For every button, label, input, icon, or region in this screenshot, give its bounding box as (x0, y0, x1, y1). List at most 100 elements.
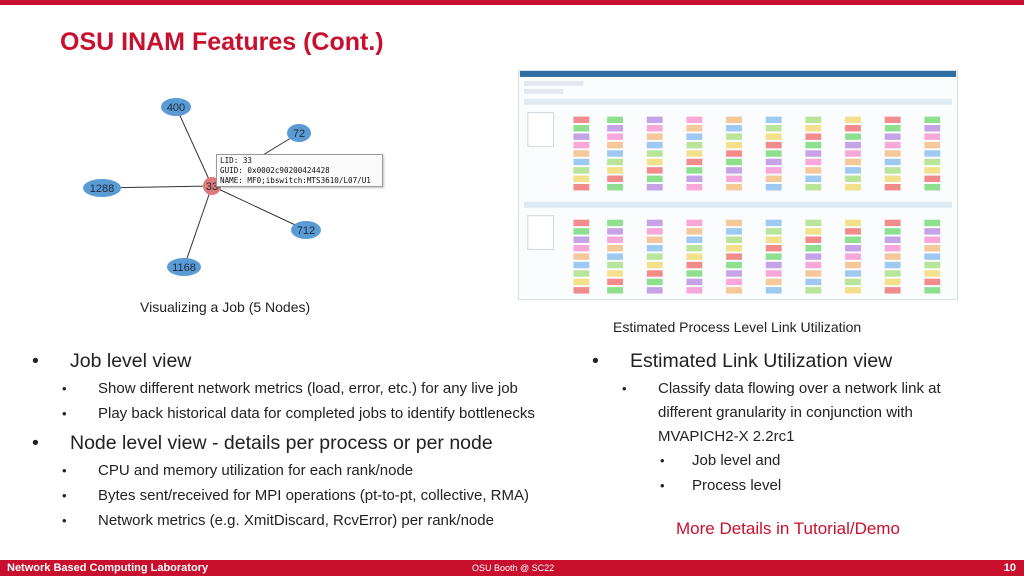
screenshot-cell (686, 219, 703, 227)
screenshot-cell (805, 133, 822, 140)
screenshot-cell (607, 270, 624, 277)
edge-400 (175, 106, 213, 187)
tooltip-guid: GUID: 0x0002c90200424428 (220, 166, 330, 175)
screenshot-cell (884, 125, 901, 132)
bullet-icon: • (62, 463, 67, 478)
top-accent-bar (0, 0, 1024, 5)
screenshot-cell (573, 125, 590, 132)
screenshot-cell (726, 133, 742, 140)
screenshot-cell (573, 116, 590, 124)
screenshot-cell (765, 175, 782, 183)
sub-bullet: • Show different network metrics (load, … (32, 377, 592, 402)
screenshot-cell (726, 244, 742, 252)
graph-node[interactable] (287, 124, 311, 142)
screenshot-cell (726, 175, 742, 183)
sub-bullet: • Bytes sent/received for MPI operations… (32, 484, 592, 509)
graph-node-label: 400 (167, 102, 185, 114)
screenshot-cell (805, 175, 822, 183)
screenshot-cell (686, 253, 703, 260)
screenshot-cell (573, 219, 590, 227)
screenshot-cell (765, 244, 782, 252)
screenshot-cell (686, 133, 703, 140)
edge-712 (211, 185, 307, 231)
more-details-link[interactable]: More Details in Tutorial/Demo (676, 519, 900, 538)
screenshot-cell (686, 125, 703, 132)
screenshot-cell (924, 287, 941, 294)
screenshot-cell (686, 116, 703, 124)
screenshot-cell (805, 287, 822, 294)
screenshot-cell (573, 158, 590, 166)
screenshot-cell (573, 261, 590, 269)
screenshot-cell (805, 141, 822, 149)
screenshot-cell (726, 116, 742, 124)
sub-sub-bullet: • Job level and (592, 449, 1012, 474)
graph-node[interactable] (161, 98, 191, 116)
screenshot-cell (726, 236, 742, 243)
screenshot-cell (573, 175, 590, 183)
screenshot-cell (646, 133, 663, 140)
slide-title: OSU INAM Features (Cont.) (60, 28, 384, 56)
bullet-icon: • (62, 488, 67, 503)
screenshot-cell (726, 278, 742, 286)
screenshot-cell (607, 287, 624, 294)
screenshot-cell (765, 228, 782, 235)
screenshot-cell (924, 244, 941, 252)
graph-node[interactable] (167, 258, 201, 276)
bullet-icon: • (62, 406, 67, 421)
screenshot-cell (845, 287, 861, 294)
graph-node-label: 712 (297, 225, 315, 237)
footer-bar: Network Based Computing Laboratory OSU B… (0, 560, 1024, 576)
screenshot-cell (607, 184, 624, 191)
screenshot-cell (607, 141, 624, 149)
screenshot-cell (765, 141, 782, 149)
sub-bullet: • Classify data flowing over a network l… (592, 377, 972, 449)
screenshot-cell (607, 125, 624, 132)
screenshot-heatmap (527, 112, 941, 294)
screenshot-cell (765, 253, 782, 260)
screenshot-cell (607, 133, 624, 140)
screenshot-panel-header (523, 201, 953, 208)
screenshot-cell (924, 228, 941, 235)
screenshot-cell (884, 253, 901, 260)
screenshot-cell (884, 141, 901, 149)
screenshot-cell (573, 244, 590, 252)
graph-node[interactable] (291, 221, 321, 239)
screenshot-cell (686, 184, 703, 191)
bullet-link-utilization-view: • Estimated Link Utilization view (592, 348, 1012, 377)
screenshot-cell (845, 158, 861, 166)
screenshot-cell (646, 150, 663, 157)
screenshot-cell (646, 184, 663, 191)
screenshot-cell (845, 116, 861, 124)
screenshot-cell (845, 253, 861, 260)
screenshot-cell (845, 167, 861, 174)
screenshot-cell (686, 236, 703, 243)
edge-1168 (183, 185, 213, 268)
screenshot-cell (805, 278, 822, 286)
screenshot-cell (607, 167, 624, 174)
screenshot-cell (726, 219, 742, 227)
page-number: 10 (1003, 562, 1016, 574)
graph-node[interactable] (83, 179, 121, 197)
graph-node-label: 72 (293, 128, 305, 140)
screenshot-cell (646, 278, 663, 286)
screenshot-cell (884, 270, 901, 277)
screenshot-cell (686, 167, 703, 174)
graph-node-label: 1288 (90, 183, 114, 195)
screenshot-cell (924, 261, 941, 269)
screenshot-cell (646, 287, 663, 294)
screenshot-cell (805, 125, 822, 132)
screenshot-cell (884, 219, 901, 227)
screenshot-cell (845, 228, 861, 235)
screenshot-cell (884, 167, 901, 174)
screenshot-cell (726, 253, 742, 260)
screenshot-cell (686, 270, 703, 277)
screenshot-cell (884, 261, 901, 269)
bullet-icon: • (62, 513, 67, 528)
screenshot-cell (765, 125, 782, 132)
bullet-icon: • (660, 478, 665, 493)
screenshot-cell (765, 278, 782, 286)
screenshot-cell (726, 158, 742, 166)
screenshot-cell (726, 184, 742, 191)
screenshot-cell (646, 236, 663, 243)
screenshot-cell (805, 158, 822, 166)
